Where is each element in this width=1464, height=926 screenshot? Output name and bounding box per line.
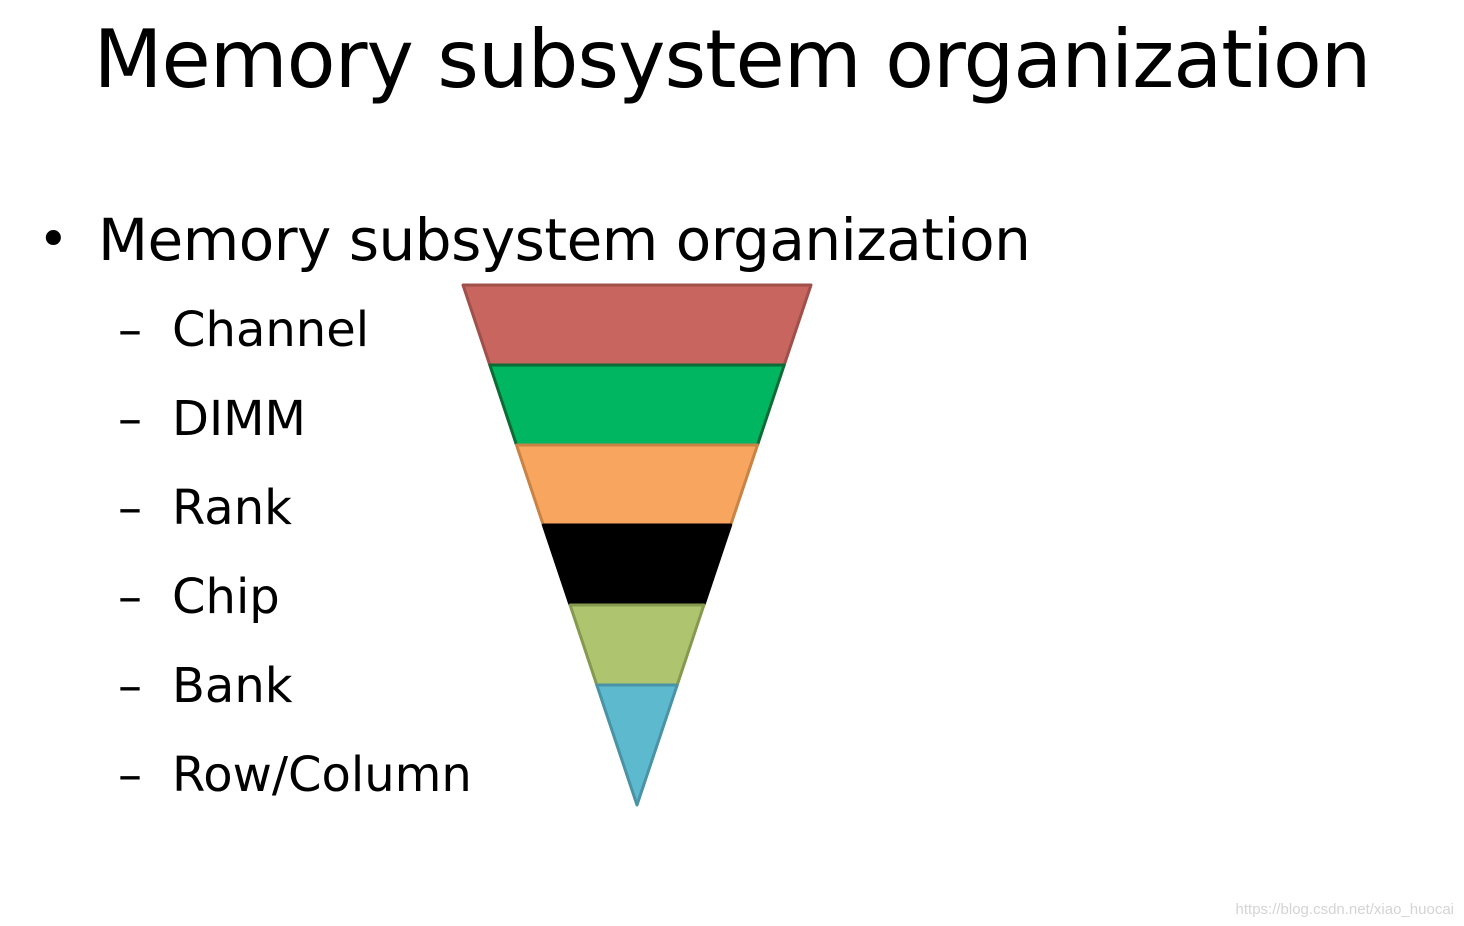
sub-item-bank: – Bank [118,641,498,730]
watermark: https://blog.csdn.net/xiao_huocai [1235,901,1454,918]
sub-item-channel: – Channel [118,285,498,374]
pyramid-layer-dimm [488,363,786,447]
sub-item-label: Row/Column [172,746,472,803]
pyramid-layer-rank [515,443,759,527]
sub-item-label: Rank [172,479,292,536]
pyramid-layers [461,283,813,807]
bullet-marker: • [38,210,69,270]
pyramid-layer-bank [568,603,706,687]
sub-item-label: Channel [172,301,370,358]
sub-list: – Channel – DIMM – Rank – Chip – Bank – … [118,285,498,819]
pyramid-layer-row-column [595,683,679,807]
sub-item-dash: – [118,568,142,625]
pyramid-layer-channel [461,283,813,367]
main-bullet: • Memory subsystem organization [38,200,1031,280]
sub-item-label: DIMM [172,390,306,447]
sub-item-dash: – [118,390,142,447]
pyramid-layer-chip [541,523,733,607]
sub-item-dash: – [118,479,142,536]
sub-item-chip: – Chip [118,552,498,641]
bullet-text: Memory subsystem organization [98,206,1031,274]
sub-item-rank: – Rank [118,463,498,552]
sub-item-label: Chip [172,568,280,625]
sub-item-label: Bank [172,657,293,714]
sub-item-dash: – [118,746,142,803]
sub-item-row-column: – Row/Column [118,730,498,819]
slide-title: Memory subsystem organization [93,13,1371,106]
sub-item-dash: – [118,301,142,358]
sub-item-dash: – [118,657,142,714]
sub-item-dimm: – DIMM [118,374,498,463]
